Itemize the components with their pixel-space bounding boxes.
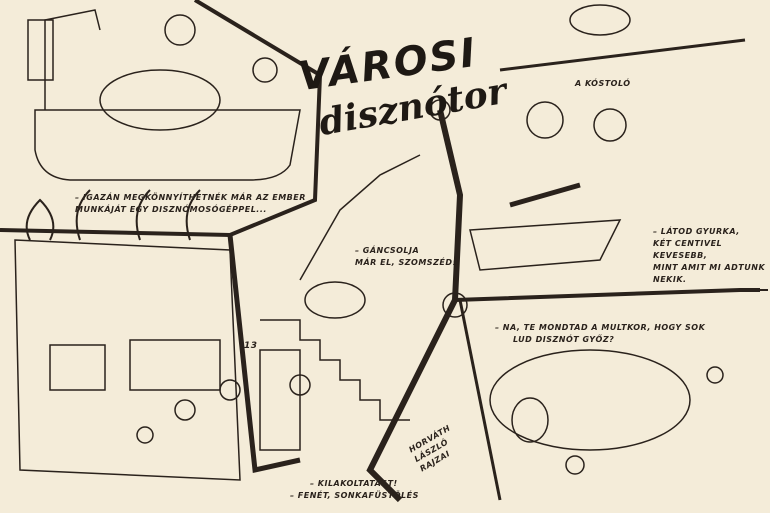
person-head bbox=[442, 292, 468, 318]
person-head bbox=[252, 57, 278, 83]
person-head bbox=[565, 455, 585, 475]
person-head bbox=[706, 366, 724, 384]
person-head bbox=[526, 101, 564, 139]
caption-line: MUNKÁJÁT EGY DISZNÓMOSÓGÉPPEL... bbox=[75, 205, 267, 214]
pig-caption: – NA, TE MONDTAD A MULTKOR, HOGY SOK LUD… bbox=[495, 322, 705, 346]
house-caption: – KILAKOLTATÁST! – FENÉT, SONKAFÜSTÖLÉS bbox=[290, 478, 419, 502]
caption-line: MÁR EL, SZOMSZÉD! bbox=[355, 258, 457, 267]
caption-line: – LÁTOD GYURKA, bbox=[653, 227, 740, 236]
caption-line: MINT AMIT MI ADTUNK bbox=[653, 263, 766, 272]
running-pig bbox=[569, 4, 631, 36]
person-head bbox=[593, 108, 627, 142]
caption-line: – FENÉT, SONKAFÜSTÖLÉS bbox=[290, 491, 419, 500]
person-head bbox=[429, 99, 451, 121]
caption-line: NEKIK. bbox=[653, 275, 687, 284]
big-pig bbox=[489, 349, 691, 451]
panel-divider bbox=[458, 299, 502, 501]
person-head bbox=[136, 426, 154, 444]
window bbox=[129, 339, 221, 391]
tasting-heading: A KÓSTOLÓ bbox=[575, 79, 631, 88]
panel-divider bbox=[499, 38, 746, 72]
staircase bbox=[299, 154, 421, 281]
sausage bbox=[509, 182, 581, 208]
door bbox=[259, 349, 301, 451]
pig-on-stairs bbox=[304, 281, 366, 319]
caption-line: KÉT CENTIVEL KEVESEBB, bbox=[653, 239, 723, 260]
caption-line: – IGAZÁN MEGKÖNNYÍTHETNÉK MÁR AZ EMBER bbox=[75, 193, 306, 202]
caption-line: LUD DISZNÓT GYŐZ? bbox=[513, 335, 615, 344]
window bbox=[49, 344, 106, 391]
staircase bbox=[260, 319, 410, 421]
caption-line: – KILAKOLTATÁST! bbox=[310, 479, 398, 488]
person-head bbox=[289, 374, 311, 396]
pig-in-bath bbox=[99, 69, 221, 131]
water-heater bbox=[27, 19, 54, 81]
caption-line: – NA, TE MONDTAD A MULTKOR, HOGY SOK bbox=[495, 323, 706, 332]
bathtub bbox=[34, 109, 301, 181]
tasting-caption: – LÁTOD GYURKA, KÉT CENTIVEL KEVESEBB, M… bbox=[653, 226, 770, 286]
panel-divider bbox=[454, 288, 760, 302]
door-number: 13 bbox=[244, 341, 258, 351]
smoke bbox=[25, 189, 201, 241]
stairs-caption: – GÁNCSOLJA MÁR EL, SZOMSZÉD! bbox=[355, 245, 457, 269]
person-head bbox=[164, 14, 196, 46]
pig-snout bbox=[511, 397, 549, 443]
panel-divider bbox=[227, 234, 301, 474]
person-head bbox=[174, 399, 196, 421]
house-facade bbox=[14, 239, 241, 481]
person-head bbox=[219, 379, 241, 401]
bath-caption: – IGAZÁN MEGKÖNNYÍTHETNÉK MÁR AZ EMBER M… bbox=[75, 192, 306, 216]
caption-line: – GÁNCSOLJA bbox=[355, 246, 420, 255]
panel-divider bbox=[0, 0, 323, 238]
table bbox=[469, 219, 622, 271]
shower-pipe bbox=[44, 9, 101, 110]
